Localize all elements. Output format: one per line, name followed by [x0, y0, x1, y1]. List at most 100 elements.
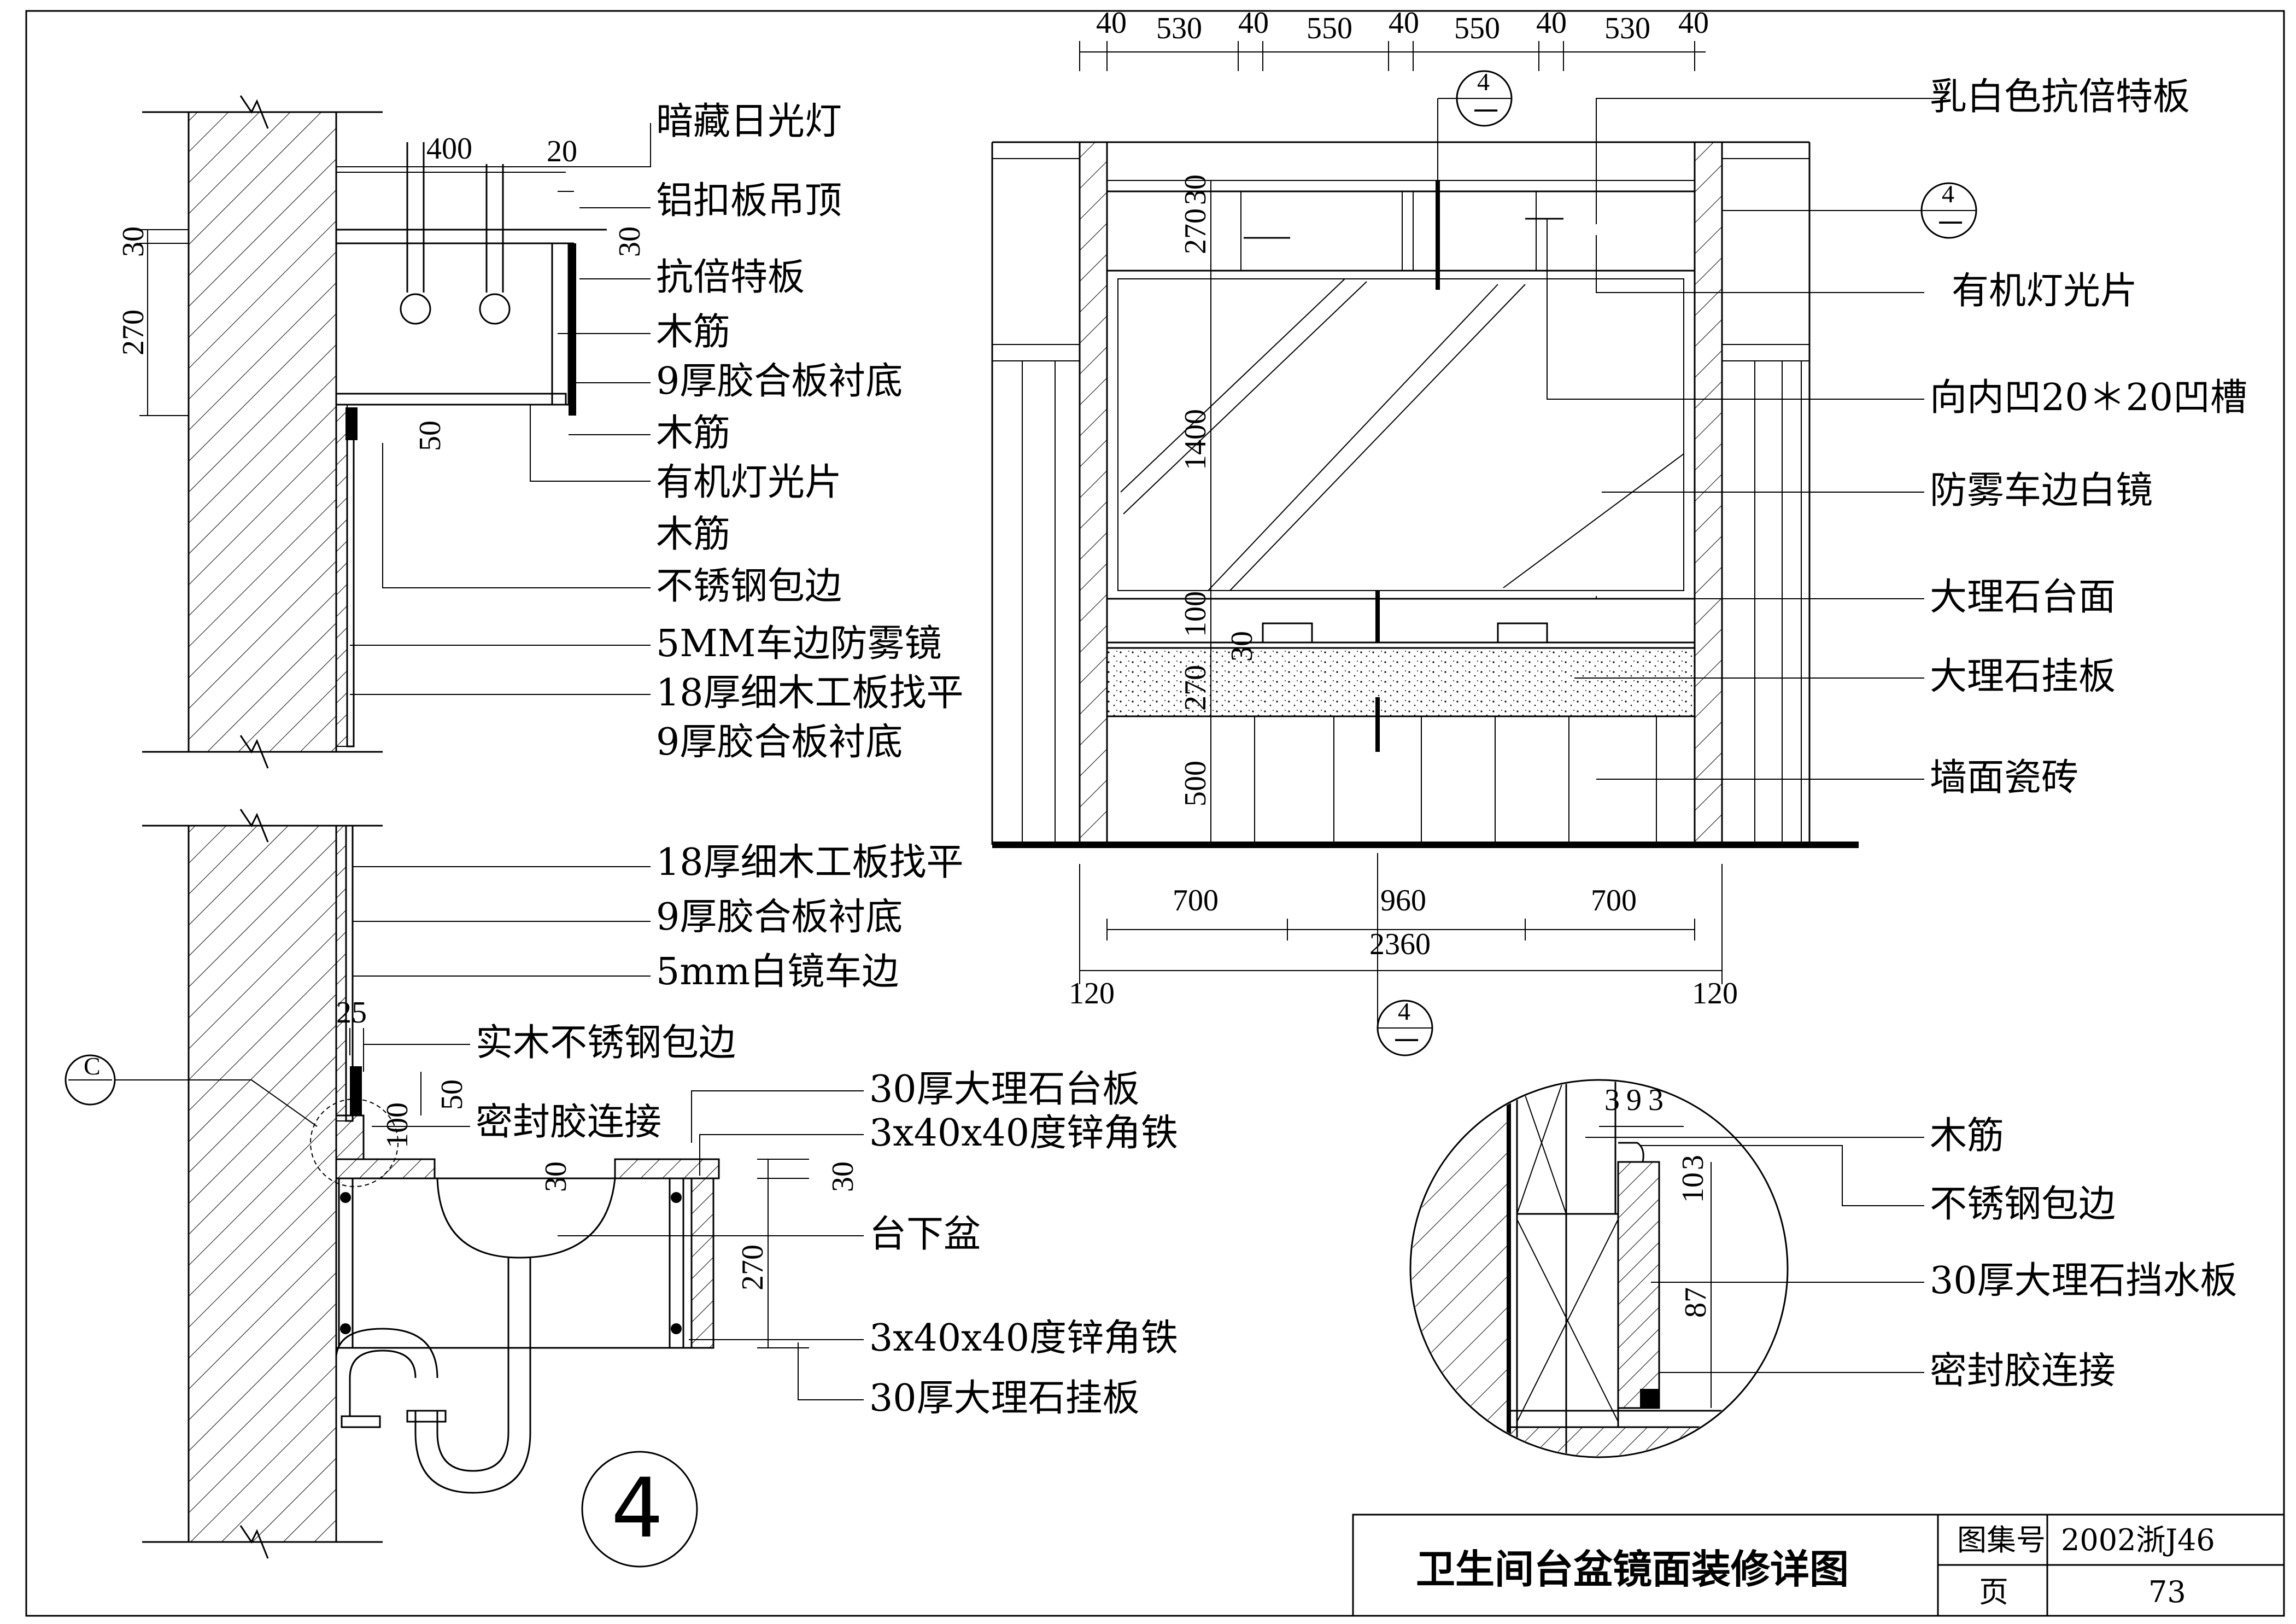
countertop-slab: [335, 1158, 436, 1179]
sheet-border: [25, 10, 2285, 1617]
svg-text:一: 一: [1938, 210, 1963, 238]
elev-top-dim-7: 40: [1536, 6, 1567, 40]
label-upper-12: 9厚胶合板衬底: [656, 721, 903, 764]
dim-lower-25: 25: [336, 996, 367, 1030]
label-elev-6: 大理石挂板: [1930, 655, 2116, 698]
label-lower-r3: 台下盆: [869, 1213, 981, 1256]
elev-top-dim-2: 530: [1156, 11, 1202, 45]
label-elev-1: 乳白色抗倍特板: [1930, 75, 2190, 119]
upper-wall: [188, 111, 337, 753]
detail-circle: 3 9 3 10 3 87 木筋 不锈钢包边 30厚大理石挡水板 密封胶连接: [1409, 1079, 2238, 1458]
detail-number-circle: [581, 1451, 698, 1568]
label-upper-10: 5MM车边防雾镜: [656, 622, 942, 665]
detail-dim-3: 3: [1648, 1083, 1664, 1117]
upper-section: 400 20 30 270 30 50 暗藏日光灯 铝扣板吊顶 抗倍特板 木筋 …: [116, 95, 964, 769]
elev-top-dim-5: 40: [1389, 6, 1419, 40]
ref-mark-right: 4 一: [1722, 180, 1977, 239]
detail-dim-5: 3: [1676, 1155, 1710, 1170]
label-elev-4: 防雾车边白镜: [1930, 469, 2153, 512]
dim-lower-50: 50: [435, 1079, 469, 1110]
dim-upper-270: 270: [116, 309, 150, 355]
elev-bdim-700b: 700: [1591, 884, 1637, 918]
label-detail-4: 密封胶连接: [1930, 1350, 2116, 1393]
label-upper-3: 抗倍特板: [656, 256, 805, 299]
atlas-value: 2002浙J46: [2061, 1523, 2215, 1557]
elev-vdim-30: 30: [1179, 174, 1213, 205]
elev-vdim-30b: 30: [1225, 631, 1259, 662]
ref-mark-top: 4 一: [1437, 68, 1513, 186]
label-upper-6: 木筋: [656, 412, 730, 455]
svg-text:4: 4: [1398, 997, 1410, 1025]
elev-vdim-1400: 1400: [1179, 409, 1213, 470]
label-lower-3: 5mm白镜车边: [656, 950, 899, 994]
dim-lower-30b: 30: [826, 1161, 860, 1192]
dim-upper-400: 400: [426, 132, 472, 166]
elev-top-dim-6: 550: [1454, 11, 1500, 45]
label-upper-1: 暗藏日光灯: [656, 100, 842, 143]
lower-section: C 25 50 100 30 30 270 18厚细木工板找平 9厚胶合板衬底 …: [65, 809, 1178, 1568]
label-lower-r1: 30厚大理石台板: [869, 1068, 1140, 1111]
label-detail-3: 30厚大理石挡水板: [1930, 1259, 2238, 1302]
label-upper-4: 木筋: [656, 311, 730, 354]
dim-lower-100: 100: [380, 1102, 414, 1148]
dim-upper-30b: 30: [613, 226, 647, 257]
drawing-title: 卫生间台盆镜面装修详图: [1416, 1546, 1849, 1592]
label-lower-r2: 3x40x40度锌角铁: [869, 1112, 1178, 1155]
label-elev-2: 有机灯光片: [1952, 270, 2137, 313]
detail-dim-1: 3: [1604, 1083, 1620, 1117]
label-elev-3: 向内凹20＊20凹槽: [1930, 376, 2247, 419]
lower-wall: [188, 825, 337, 1543]
label-detail-1: 木筋: [1930, 1114, 2004, 1158]
label-elev-5: 大理石台面: [1930, 576, 2116, 619]
svg-text:4: 4: [1942, 180, 1954, 208]
label-lower-5: 密封胶连接: [476, 1101, 661, 1144]
label-upper-9: 不锈钢包边: [656, 565, 842, 608]
elev-vdim-500: 500: [1179, 761, 1213, 807]
label-upper-5: 9厚胶合板衬底: [656, 360, 903, 403]
dim-upper-20: 20: [547, 135, 577, 168]
page-label: 页: [1979, 1575, 2008, 1609]
elev-vdim-270: 270: [1179, 208, 1213, 254]
label-upper-8: 木筋: [656, 513, 730, 556]
label-detail-2: 不锈钢包边: [1930, 1183, 2116, 1226]
dim-upper-50: 50: [413, 420, 447, 451]
detail-number: 4: [611, 1461, 663, 1556]
label-upper-7: 有机灯光片: [656, 461, 842, 504]
label-lower-r4: 3x40x40度锌角铁: [869, 1317, 1178, 1360]
elev-top-dim-3: 40: [1238, 6, 1269, 40]
elevation-view: 40 530 40 550 40 550 40 530 40: [991, 6, 2247, 1056]
elev-top-dim-4: 550: [1307, 11, 1352, 45]
svg-text:一: 一: [1473, 98, 1498, 126]
svg-text:4: 4: [1477, 68, 1490, 96]
svg-text:一: 一: [1394, 1027, 1419, 1055]
elev-top-dim-8: 530: [1604, 11, 1650, 45]
ref-mark-bottom: 4 一: [1377, 853, 1433, 1056]
elev-top-dim-1: 40: [1096, 6, 1127, 40]
label-lower-1: 18厚细木工板找平: [656, 841, 964, 884]
label-lower-r5: 30厚大理石挂板: [869, 1377, 1140, 1420]
detail-dim-6: 87: [1679, 1287, 1713, 1318]
elev-bdim-960: 960: [1380, 884, 1426, 918]
label-upper-11: 18厚细木工板找平: [656, 671, 964, 715]
elev-side-dim-l: 120: [1069, 977, 1115, 1010]
elev-vdim-270b: 270: [1179, 665, 1213, 711]
dim-lower-270: 270: [736, 1245, 770, 1290]
dim-upper-30a: 30: [116, 226, 150, 257]
atlas-label: 图集号: [1957, 1523, 2046, 1557]
elev-top-dim-9: 40: [1678, 6, 1709, 40]
callout-c: C: [84, 1052, 101, 1080]
elev-bdim-700a: 700: [1173, 884, 1219, 918]
page-value: 73: [2148, 1575, 2186, 1609]
detail-dim-4: 10: [1676, 1172, 1710, 1203]
elev-vdim-100: 100: [1179, 591, 1213, 637]
label-upper-2: 铝扣板吊顶: [656, 179, 842, 223]
elev-bdim-total: 2360: [1369, 927, 1431, 961]
detail-dim-2: 9: [1626, 1083, 1642, 1117]
elev-side-dim-r: 120: [1692, 977, 1738, 1010]
title-block: 卫生间台盆镜面装修详图 图集号 2002浙J46 页 73: [1352, 1514, 2285, 1617]
label-lower-2: 9厚胶合板衬底: [656, 896, 903, 939]
label-elev-7: 墙面瓷砖: [1930, 756, 2078, 799]
marble-apron: [1106, 647, 1696, 717]
label-lower-4: 实木不锈钢包边: [476, 1021, 736, 1065]
